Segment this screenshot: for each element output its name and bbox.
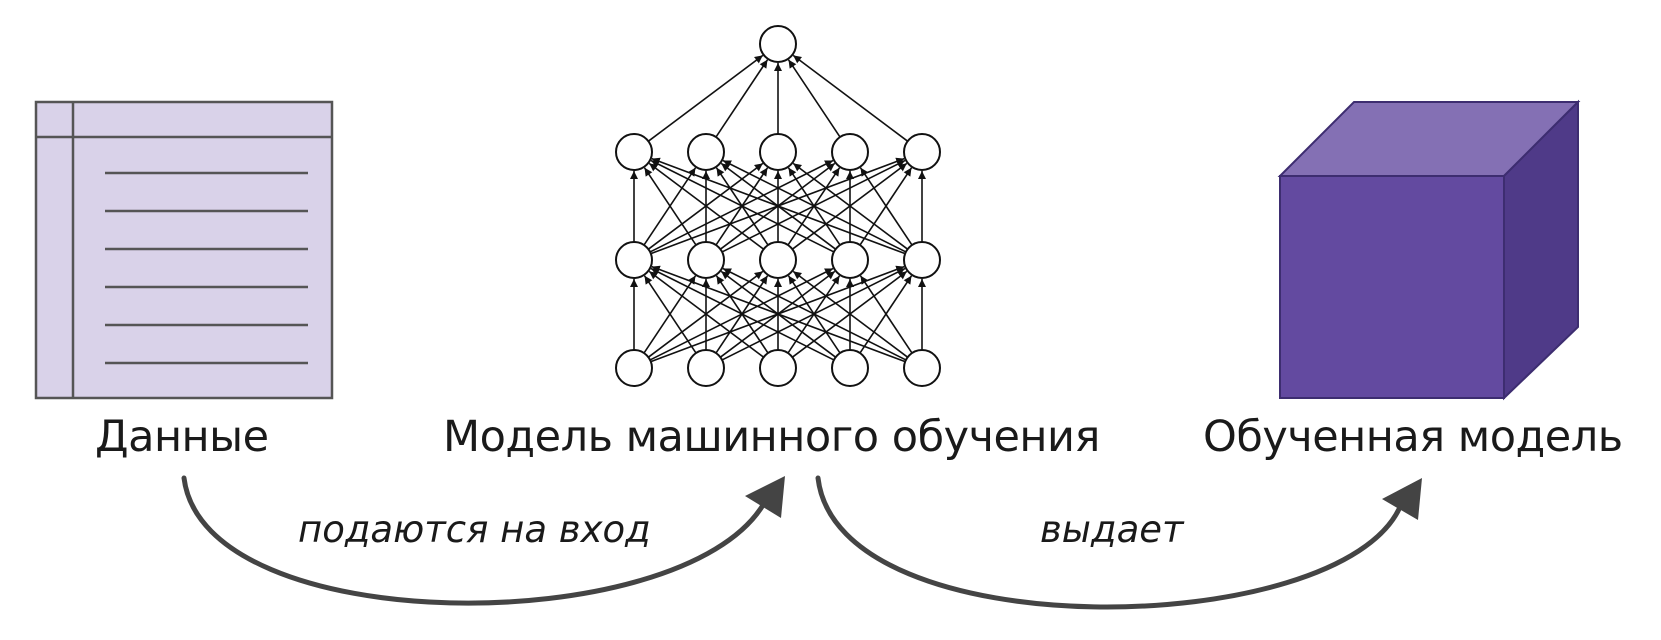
network-connection (715, 59, 769, 138)
neural-network-icon (615, 25, 941, 387)
network-connection (648, 162, 765, 250)
neuron (687, 241, 725, 279)
arrow-input (181, 475, 785, 606)
network-connection (792, 270, 909, 358)
neuron (831, 349, 869, 387)
network-connection (643, 275, 697, 354)
trained-model-label: Обученная модель (1203, 412, 1623, 462)
neuron (687, 133, 725, 171)
neuron (903, 133, 941, 171)
output-edge-label: выдает (1040, 508, 1184, 551)
input-edge-label: подаются на вход (298, 508, 651, 551)
network-connection (643, 167, 697, 246)
neuron (615, 349, 653, 387)
cube-icon (1277, 99, 1581, 401)
neuron (831, 241, 869, 279)
neuron (687, 349, 725, 387)
neuron (759, 349, 797, 387)
network-connection (722, 267, 907, 361)
network-connection (792, 162, 909, 250)
network-connection (651, 265, 906, 363)
neuron (903, 241, 941, 279)
network-connection (722, 159, 907, 253)
network-connection (859, 167, 913, 246)
neuron (759, 241, 797, 279)
network-connection (650, 159, 835, 253)
network-connection (650, 267, 835, 361)
neuron (615, 241, 653, 279)
model-label: Модель машинного обучения (443, 412, 1100, 462)
neuron (615, 133, 653, 171)
network-connection (859, 275, 913, 354)
neuron (759, 25, 797, 63)
network-connection (792, 54, 909, 142)
network-connection (647, 54, 764, 142)
neuron (903, 349, 941, 387)
network-connection (651, 157, 906, 255)
network-connection (648, 270, 765, 358)
neuron (759, 133, 797, 171)
data-label: Данные (95, 412, 269, 462)
arrow-output (815, 475, 1422, 610)
network-connection (787, 59, 841, 138)
neuron (831, 133, 869, 171)
data-table-icon (34, 100, 334, 400)
